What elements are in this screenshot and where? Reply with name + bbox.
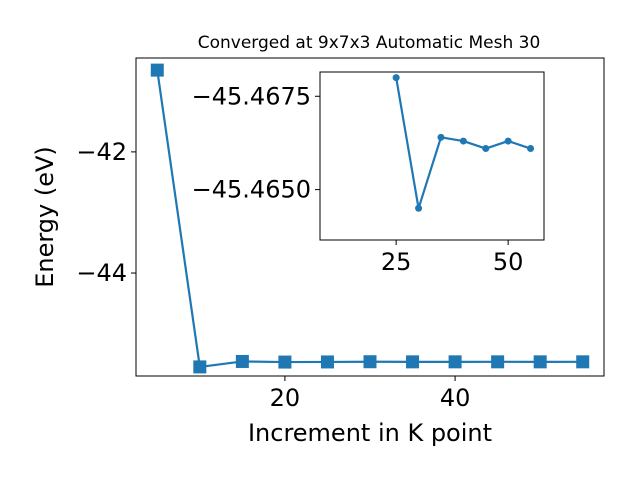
inset-plot-frame <box>319 71 545 241</box>
main-series-group <box>150 63 590 374</box>
main-point <box>235 354 249 368</box>
y-axis-label: Energy (eV) <box>31 146 59 288</box>
inset-point <box>459 137 467 145</box>
main-y-tick-label: −42 <box>76 138 127 166</box>
main-point <box>150 63 164 77</box>
inset-y-tick-label: −45.4675 <box>192 82 311 110</box>
x-axis-label: Increment in K point <box>248 419 492 447</box>
inset-clipped-area <box>392 74 535 212</box>
inset-point <box>482 145 490 153</box>
main-clipped-area <box>150 63 590 374</box>
main-point <box>320 355 334 369</box>
main-point <box>491 355 505 369</box>
inset-point <box>527 145 535 153</box>
inset-point <box>437 133 445 141</box>
chart-title: Converged at 9x7x3 Automatic Mesh 30 <box>198 33 541 53</box>
main-point <box>448 355 462 369</box>
inset-series-group <box>392 74 535 212</box>
inset-point <box>504 137 512 145</box>
main-point <box>193 360 207 374</box>
main-point <box>406 355 420 369</box>
main-point <box>363 355 377 369</box>
main-x-tick-label: 20 <box>270 384 301 412</box>
inset-background <box>320 72 544 240</box>
main-point <box>576 355 590 369</box>
main-ticks-group: 20 40 −42 −44 <box>76 138 470 412</box>
main-plot-frame <box>135 57 605 377</box>
inset-x-tick-label: 25 <box>381 248 412 276</box>
main-x-tick-label: 40 <box>440 384 471 412</box>
inset-point <box>392 74 400 82</box>
inset-x-tick-label: 50 <box>493 248 524 276</box>
main-y-tick-label: −44 <box>76 259 127 287</box>
main-point <box>278 355 292 369</box>
main-point <box>533 355 547 369</box>
inset-ticks-group: 25 50 −45.4675 −45.4650 <box>192 82 524 276</box>
inset-point <box>415 204 423 212</box>
inset-y-tick-label: −45.4650 <box>192 176 311 204</box>
